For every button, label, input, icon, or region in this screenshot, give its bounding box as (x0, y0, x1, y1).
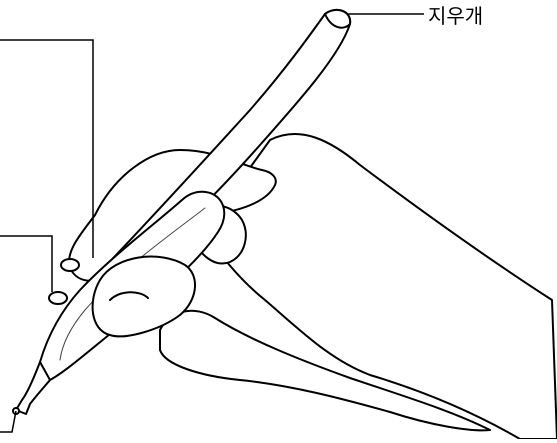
upper-switch-leader-line (0, 39, 94, 258)
thumb-nail (109, 291, 149, 301)
eraser-label: 지우개 (428, 4, 484, 28)
folded-fingers (159, 309, 491, 432)
pen-nose (15, 361, 51, 415)
thumb (91, 255, 197, 338)
tip-leader-line (0, 410, 17, 433)
hand-outline (204, 133, 557, 440)
eraser-cap (324, 8, 352, 29)
side-switch-lower (48, 291, 68, 305)
side-switch-upper (60, 258, 80, 272)
lower-switch-leader-line (0, 235, 53, 292)
